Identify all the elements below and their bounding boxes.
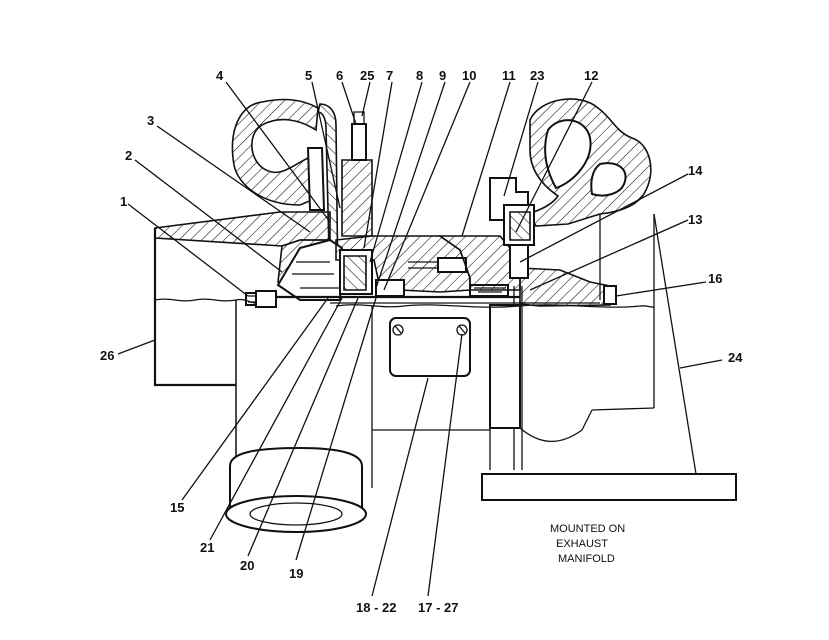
turbine-housing bbox=[489, 98, 655, 470]
callout-labels: 1 2 3 4 5 6 25 7 8 9 10 11 23 12 14 13 1… bbox=[100, 68, 743, 615]
note-line-3: MANIFOLD bbox=[558, 553, 615, 565]
break-lines bbox=[154, 298, 655, 308]
note-line-2: EXHAUST bbox=[556, 538, 608, 550]
leader-lines bbox=[117, 81, 723, 597]
callout-25: 25 bbox=[360, 68, 374, 83]
callout-13: 13 bbox=[688, 212, 702, 227]
callout-17-27: 17 - 27 bbox=[418, 600, 458, 615]
mounting-note: MOUNTED ON EXHAUST MANIFOLD bbox=[550, 523, 625, 565]
callout-6: 6 bbox=[336, 68, 343, 83]
callout-4: 4 bbox=[216, 68, 224, 83]
callout-9: 9 bbox=[439, 68, 446, 83]
callout-16: 16 bbox=[708, 271, 722, 286]
callout-18-22: 18 - 22 bbox=[356, 600, 396, 615]
center-housing bbox=[335, 111, 521, 297]
callout-1: 1 bbox=[120, 194, 127, 209]
inlet-bolt bbox=[245, 290, 277, 308]
callout-23: 23 bbox=[530, 68, 544, 83]
callout-8: 8 bbox=[416, 68, 423, 83]
callout-12: 12 bbox=[584, 68, 598, 83]
housing-body-lower bbox=[225, 213, 737, 533]
callout-10: 10 bbox=[462, 68, 476, 83]
callout-5: 5 bbox=[305, 68, 312, 83]
callout-2: 2 bbox=[125, 148, 132, 163]
callout-20: 20 bbox=[240, 558, 254, 573]
callout-21: 21 bbox=[200, 540, 214, 555]
callout-7: 7 bbox=[386, 68, 393, 83]
note-line-1: MOUNTED ON bbox=[550, 523, 625, 535]
callout-19: 19 bbox=[289, 566, 303, 581]
callout-11: 11 bbox=[502, 68, 516, 83]
callout-3: 3 bbox=[147, 113, 154, 128]
callout-15: 15 bbox=[170, 500, 184, 515]
callout-26: 26 bbox=[100, 348, 114, 363]
callout-14: 14 bbox=[688, 163, 703, 178]
callout-24: 24 bbox=[728, 350, 743, 365]
